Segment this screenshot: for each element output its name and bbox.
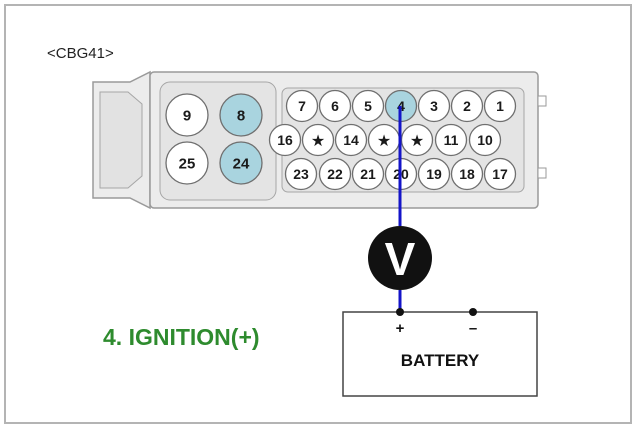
pin-circle [165, 93, 209, 137]
pin-circle [219, 93, 263, 137]
pin-label: 9 [183, 107, 191, 124]
pin-label: 21 [360, 166, 376, 182]
pin-row2-5: 11 [434, 123, 468, 157]
pin-row2-1: ★ [301, 123, 335, 157]
pin-circle [334, 123, 368, 157]
pin-circle [351, 89, 385, 123]
pin-row1-4: 3 [417, 89, 451, 123]
pin-row3-1: 22 [318, 157, 352, 191]
pin-circle [285, 89, 319, 123]
pin-label: 1 [496, 98, 504, 114]
pin-circle [417, 89, 451, 123]
pin-circle [417, 157, 451, 191]
pin-label: 10 [477, 132, 493, 148]
battery-negative-sign: – [469, 320, 477, 337]
pin-circle [268, 123, 302, 157]
pin-row3-6: 17 [483, 157, 517, 191]
pin-label: 6 [331, 98, 339, 114]
pin-circle [434, 123, 468, 157]
battery-box [342, 311, 538, 397]
pin-row3-4: 19 [417, 157, 451, 191]
pin-label: 11 [444, 132, 459, 148]
pin-label: ★ [377, 133, 391, 150]
pin-label: 14 [343, 132, 359, 148]
pin-row3-2: 21 [351, 157, 385, 191]
pin-label: 23 [293, 166, 309, 182]
battery-positive-sign: + [396, 320, 405, 337]
pin-label: ★ [311, 133, 325, 150]
pin-row1-0: 7 [285, 89, 319, 123]
pin-circle [450, 157, 484, 191]
pin-large-0: 9 [165, 93, 209, 137]
pin-row2-4: ★ [400, 123, 434, 157]
pin-label: ★ [410, 133, 424, 150]
pin-label: 2 [463, 98, 471, 114]
pin-circle [483, 89, 517, 123]
pin-label: 18 [459, 166, 475, 182]
pin-circle [284, 157, 318, 191]
battery-label: BATTERY [401, 351, 480, 370]
pin-row2-2: 14 [334, 123, 368, 157]
pin-row2-0: 16 [268, 123, 302, 157]
pins-layer: 982524765432116★14★★111023222120191817 [165, 89, 517, 191]
pin-large-3: 24 [219, 141, 263, 185]
connector-name: <CBG41> [47, 45, 114, 62]
housing-tab-bottom [537, 167, 547, 179]
step-label: 4. IGNITION(+) [103, 324, 260, 350]
battery-negative-terminal [469, 308, 477, 316]
pin-label: 24 [233, 155, 250, 172]
pin-label: 25 [179, 155, 196, 172]
pin-circle [351, 157, 385, 191]
pin-circle [219, 141, 263, 185]
pin-row1-5: 2 [450, 89, 484, 123]
pin-circle [165, 141, 209, 185]
pin-large-2: 25 [165, 141, 209, 185]
pin-row3-0: 23 [284, 157, 318, 191]
pin-row2-3: ★ [367, 123, 401, 157]
pin-row1-6: 1 [483, 89, 517, 123]
voltmeter-symbol: V [385, 233, 416, 285]
pin-circle [450, 89, 484, 123]
pin-label: 22 [327, 166, 343, 182]
pin-label: 3 [430, 98, 438, 114]
pin-label: 16 [277, 132, 293, 148]
pin-large-1: 8 [219, 93, 263, 137]
pin-circle [318, 89, 352, 123]
pin-circle [483, 157, 517, 191]
pin-row1-1: 6 [318, 89, 352, 123]
voltmeter-icon [368, 226, 432, 290]
pin-row2-6: 10 [468, 123, 502, 157]
pin-circle [301, 123, 335, 157]
pin-label: 8 [237, 107, 245, 124]
pin-circle [318, 157, 352, 191]
pin-label: 19 [426, 166, 442, 182]
housing-tab-top [537, 95, 547, 107]
pin-row3-5: 18 [450, 157, 484, 191]
pin-row1-2: 5 [351, 89, 385, 123]
connector-latch-inner [99, 91, 143, 189]
battery-positive-terminal [396, 308, 404, 316]
pin-label: 17 [492, 166, 508, 182]
pin-label: 7 [298, 98, 306, 114]
pin-label: 5 [364, 98, 372, 114]
pin-circle [468, 123, 502, 157]
